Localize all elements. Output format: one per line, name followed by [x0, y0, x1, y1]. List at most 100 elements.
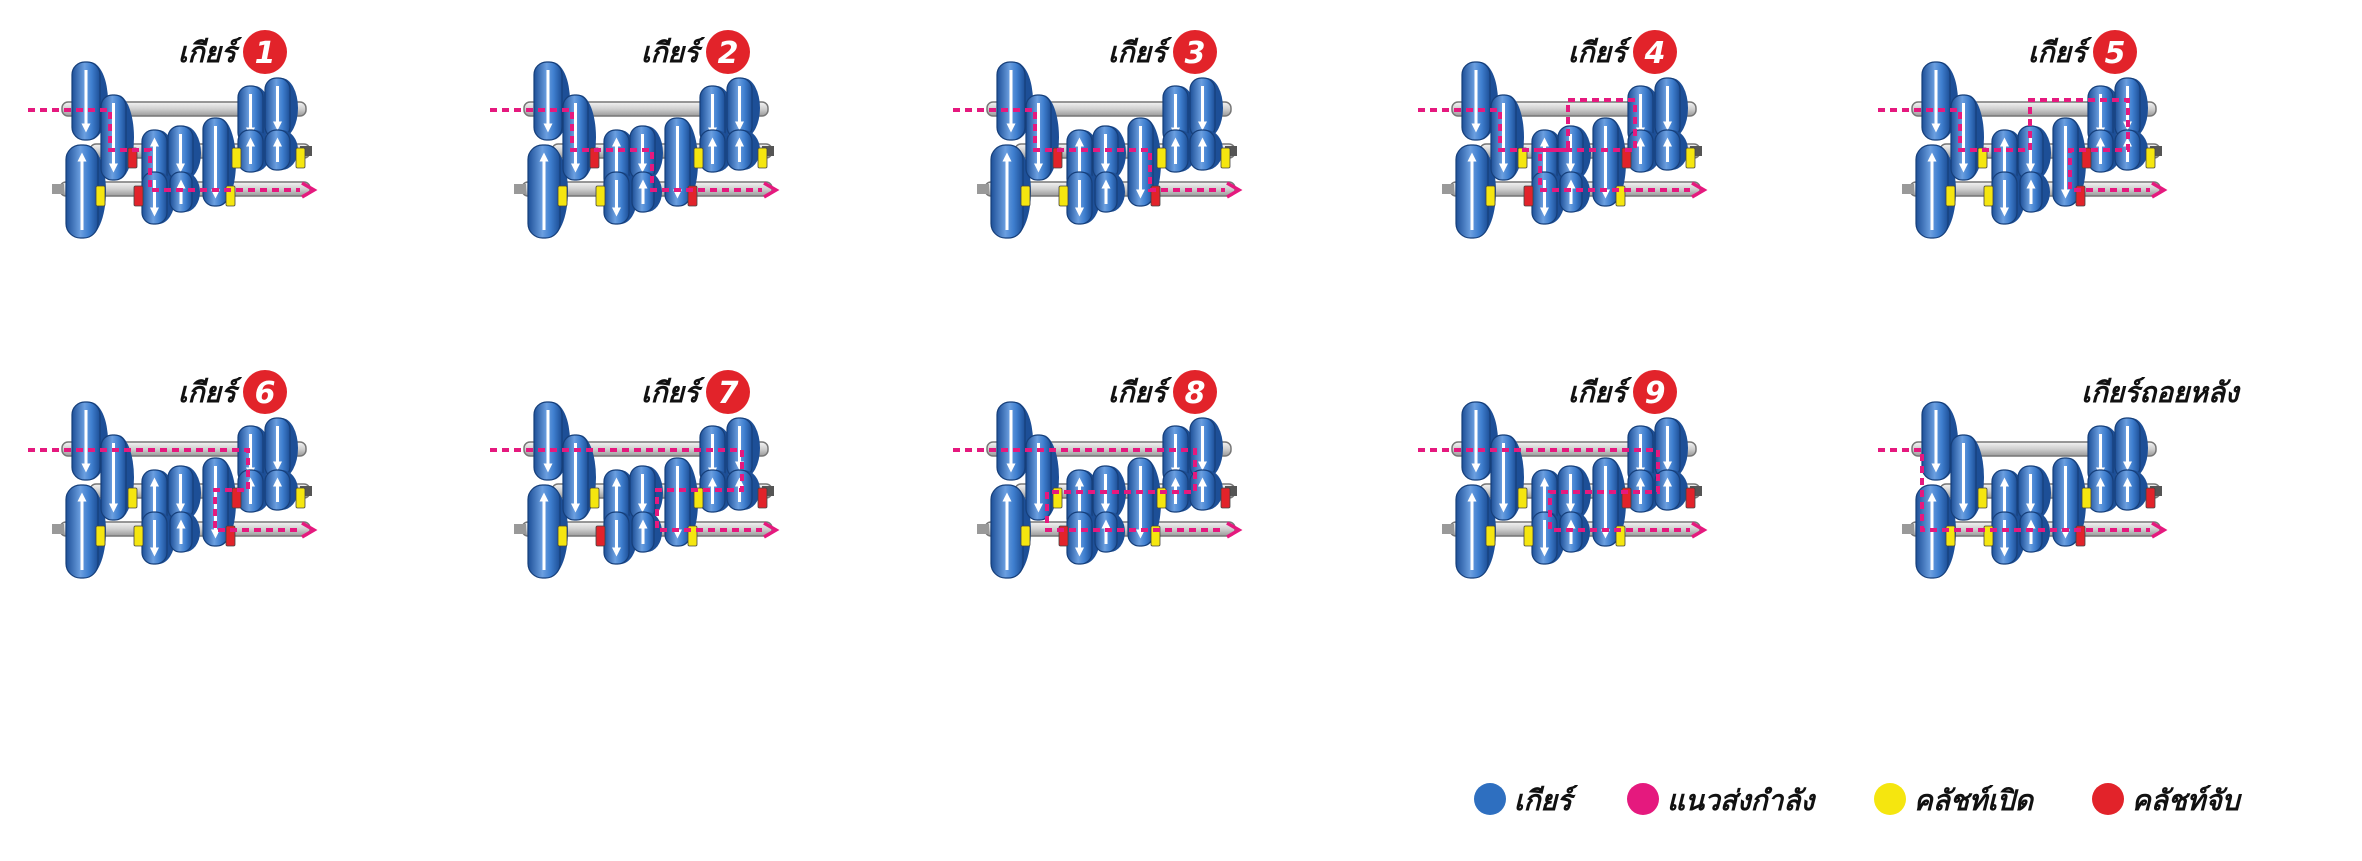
- engaged-clutch: [2081, 147, 2092, 169]
- open-clutch: [1685, 147, 1696, 169]
- gear: [1490, 434, 1524, 521]
- gear: [527, 144, 568, 239]
- power-path: [953, 108, 1225, 192]
- gear: [699, 129, 733, 173]
- power-path-arrow-icon: [1691, 181, 1708, 199]
- shaft-end: [762, 146, 774, 156]
- gear-number-badge: [1633, 30, 1677, 74]
- gear-number: 5: [2105, 36, 2126, 71]
- shaft-end: [1902, 184, 1914, 194]
- gear: [237, 425, 271, 485]
- shaft-end: [1442, 184, 1454, 194]
- gear: [1162, 129, 1196, 173]
- panel-title: เกียร์ถอยหลัง: [2081, 376, 2241, 409]
- engaged-clutch: [2145, 487, 2156, 509]
- gear: [2017, 465, 2051, 521]
- gear: [1127, 117, 1161, 207]
- gear: [169, 171, 200, 213]
- gear: [1162, 85, 1196, 145]
- gear: [264, 417, 298, 479]
- gear: [990, 144, 1031, 239]
- gear-number: 8: [1185, 376, 1206, 411]
- shaft-end: [977, 184, 989, 194]
- panel-title-text: เกียร์: [641, 376, 706, 409]
- gear-panel: เกียร์5: [1878, 30, 2168, 239]
- shaft-end: [514, 184, 526, 194]
- gear: [1654, 417, 1688, 479]
- power-path-arrow-icon: [763, 181, 780, 199]
- gear: [264, 469, 298, 511]
- gear: [2114, 469, 2148, 511]
- legend-label: คลัชท์จับ: [2132, 784, 2243, 817]
- power-path-arrow-icon: [1226, 181, 1243, 199]
- panel-title: เกียร์2: [641, 30, 750, 74]
- gear: [2019, 171, 2050, 213]
- open-clutch: [693, 487, 704, 509]
- gear-number-badge: [243, 30, 287, 74]
- panel-title-text: เกียร์: [1568, 36, 1633, 69]
- gear: [1162, 425, 1196, 485]
- gear: [1461, 61, 1498, 141]
- shaft-end: [52, 184, 64, 194]
- shaft-end: [300, 486, 312, 496]
- shaft-end: [1442, 524, 1454, 534]
- gear: [1991, 171, 2025, 225]
- gear: [996, 401, 1033, 481]
- gear: [1921, 61, 1958, 141]
- gear-number: 9: [1645, 376, 1666, 411]
- engaged-clutch: [231, 487, 242, 509]
- shaft-end: [2150, 486, 2162, 496]
- gear: [726, 129, 760, 171]
- shaft-end: [762, 486, 774, 496]
- gear: [629, 465, 663, 521]
- gear: [2087, 425, 2121, 485]
- gear-number: 6: [255, 376, 276, 411]
- gear: [264, 129, 298, 171]
- open-clutch: [127, 487, 138, 509]
- gear: [1066, 511, 1100, 565]
- gear-number-badge: [2093, 30, 2137, 74]
- gear: [202, 117, 236, 207]
- gear: [2114, 77, 2148, 139]
- power-path: [1878, 448, 2150, 532]
- gear: [1654, 469, 1688, 511]
- shaft-end: [977, 524, 989, 534]
- gear: [533, 61, 570, 141]
- gear: [71, 61, 108, 141]
- gear: [664, 117, 698, 207]
- gear: [603, 511, 637, 565]
- open-clutch: [557, 525, 568, 547]
- gear: [699, 425, 733, 485]
- engaged-clutch: [1685, 487, 1696, 509]
- open-clutch: [1058, 185, 1069, 207]
- panel-title: เกียร์5: [2028, 30, 2137, 74]
- gear: [1627, 129, 1661, 173]
- gear-number-badge: [1633, 370, 1677, 414]
- shaft-end: [1690, 146, 1702, 156]
- open-clutch: [95, 525, 106, 547]
- power-path-arrow-icon: [1691, 521, 1708, 539]
- gear: [1189, 469, 1223, 511]
- gear-number-badge: [1173, 30, 1217, 74]
- gear: [631, 171, 662, 213]
- gear: [1189, 129, 1223, 171]
- gear-panel: เกียร์8: [953, 370, 1243, 579]
- gear: [141, 171, 175, 225]
- gear: [699, 85, 733, 145]
- panel-title: เกียร์6: [178, 370, 287, 414]
- gear: [1066, 171, 1100, 225]
- gear-dot-icon: [1474, 783, 1506, 815]
- shaft-end: [1225, 486, 1237, 496]
- panel-title: เกียร์9: [1568, 370, 1677, 414]
- gear: [167, 465, 201, 521]
- gear: [167, 125, 201, 181]
- gear: [533, 401, 570, 481]
- power-path-arrow-icon: [301, 521, 318, 539]
- open-clutch: [95, 185, 106, 207]
- gear: [141, 511, 175, 565]
- engaged-clutch: [595, 525, 606, 547]
- open-clutch-dot-icon: [1874, 783, 1906, 815]
- gear: [1127, 457, 1161, 547]
- gear: [1915, 144, 1956, 239]
